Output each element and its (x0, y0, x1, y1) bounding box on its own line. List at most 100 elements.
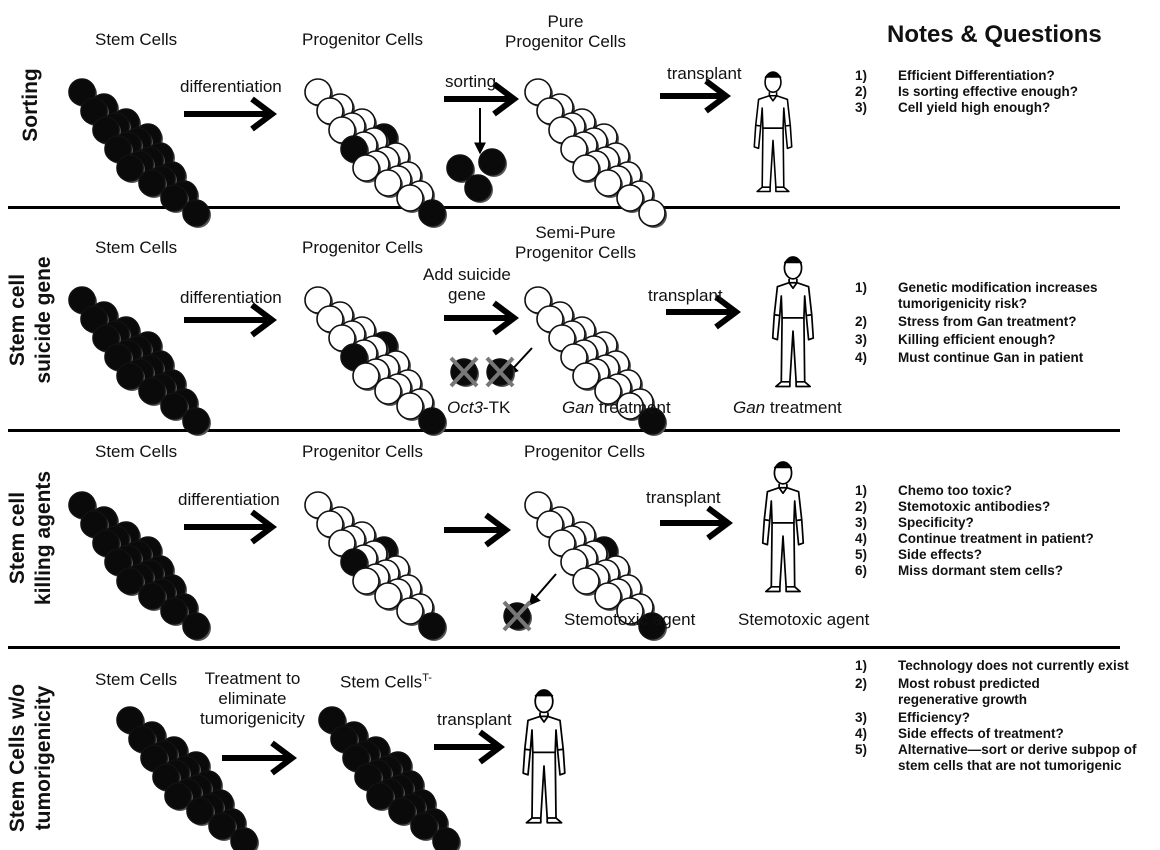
stem-cell (138, 377, 166, 405)
process-arrow (444, 81, 519, 117)
notes-title: Notes & Questions (887, 21, 1102, 48)
process-arrow (660, 505, 733, 541)
cell-cluster (524, 491, 667, 641)
row-divider (8, 206, 1120, 209)
progenitor-cell (374, 582, 402, 610)
note-item: 2)Most robust predicted regenerative gro… (855, 676, 1040, 707)
note-item: 4)Side effects of treatment? (855, 726, 1064, 741)
progenitor-cell (594, 582, 622, 610)
note-item: 6)Miss dormant stem cells? (855, 563, 1064, 578)
stem-cell (164, 782, 192, 810)
progenitor-cells-product-label: Progenitor Cells (524, 442, 645, 461)
note-item: 1)Chemo too toxic? (855, 483, 1012, 498)
progenitor-cell (572, 154, 600, 182)
progenitor-cell (572, 567, 600, 595)
patient-figure (771, 256, 815, 388)
stem-cell (182, 199, 210, 227)
stem-cell (116, 154, 144, 182)
note-item: 3)Efficiency? (855, 710, 971, 725)
note-item: 4)Continue treatment in patient? (855, 531, 1094, 546)
process-arrow (444, 512, 511, 548)
cell-cluster (304, 78, 447, 228)
note-item: 5)Alternative—sort or derive subpop of s… (855, 742, 1137, 773)
stem-cell (160, 392, 188, 420)
x-mark (485, 356, 515, 388)
stem-cells-label: Stem Cells (95, 442, 178, 461)
oct3-tk-label: Oct3-TK (447, 398, 511, 417)
stem-cell (418, 612, 446, 640)
transplant-label: transplant (437, 710, 512, 729)
stem-cell (160, 597, 188, 625)
note-item: 2)Stemotoxic antibodies? (855, 499, 1051, 514)
arrow-label-sorting: sorting (445, 72, 497, 91)
progenitor-cell (352, 154, 380, 182)
cell-cluster (304, 491, 447, 641)
row-divider (8, 646, 1120, 649)
arrow-label-differentiation: differentiation (178, 490, 280, 509)
progenitor-cell (352, 362, 380, 390)
process-arrow (434, 729, 505, 765)
killed-stem-cell (449, 356, 479, 388)
cell-cluster (318, 706, 461, 850)
progenitor-cell (594, 169, 622, 197)
note-item: 2)Is sorting effective enough? (855, 84, 1079, 99)
cell-cluster (524, 286, 667, 436)
note-item: 3)Cell yield high enough? (855, 100, 1051, 115)
arrow-label-differentiation: differentiation (180, 77, 282, 96)
cell-cluster (524, 78, 667, 228)
process-arrow (184, 509, 277, 545)
process-arrow (660, 78, 731, 114)
stem-cell (464, 174, 492, 202)
stem-cell (160, 184, 188, 212)
stem-cell (638, 407, 666, 435)
progenitor-cells-label: Progenitor Cells (302, 238, 423, 257)
process-arrow (184, 302, 277, 338)
stem-cell (410, 812, 438, 840)
transplant-label: transplant (648, 286, 723, 305)
stem-cell (230, 827, 258, 850)
stemotoxic-agent-patient-label: Stemotoxic agent (738, 610, 870, 629)
row-divider (8, 429, 1120, 432)
note-item: 1)Efficient Differentiation? (855, 68, 1055, 83)
stem-cell (432, 827, 460, 850)
cell-cluster (304, 286, 447, 436)
cell-cluster (68, 491, 211, 641)
stem-cell (388, 797, 416, 825)
process-arrow (222, 740, 297, 776)
stem-cells-label: Stem Cells (95, 670, 178, 689)
stem-cells-label: Stem Cells (95, 238, 178, 257)
transplant-label: transplant (667, 64, 742, 83)
note-item: 3)Specificity? (855, 515, 974, 530)
note-item: 3)Killing efficient enough? (855, 332, 1056, 347)
note-item: 2)Stress from Gan treatment? (855, 314, 1077, 329)
progenitor-cell (572, 362, 600, 390)
stemotoxic-agent-label: Stemotoxic agent (564, 610, 696, 629)
stem-cell (116, 362, 144, 390)
notes-list: 1)Chemo too toxic? 2)Stemotoxic antibodi… (855, 483, 1148, 579)
stem-cell (418, 407, 446, 435)
stem-cells-label: Stem Cells (95, 30, 178, 49)
stem-cell (186, 797, 214, 825)
progenitor-cell (396, 184, 424, 212)
transplant-label: transplant (646, 488, 721, 507)
progenitor-cells-label: Progenitor Cells (302, 30, 423, 49)
killed-stem-cell (502, 600, 532, 632)
gan-treatment-product-label: Gan treatment (562, 398, 671, 417)
progenitor-cell (638, 199, 666, 227)
notes-list: 1)Efficient Differentiation? 2)Is sortin… (855, 68, 1148, 116)
patient-figure (761, 461, 805, 593)
x-mark (502, 600, 532, 632)
stem-cell (638, 612, 666, 640)
stem-cell (116, 567, 144, 595)
stem-cell (366, 782, 394, 810)
killed-stem-cell (485, 356, 515, 388)
process-arrow (666, 294, 741, 330)
notes-list: 1)Technology does not currently exist 2)… (855, 658, 1160, 774)
patient-figure (753, 71, 793, 193)
cell-cluster (68, 286, 211, 436)
stem-cells-t-minus-label: Stem CellsT- (340, 672, 432, 692)
